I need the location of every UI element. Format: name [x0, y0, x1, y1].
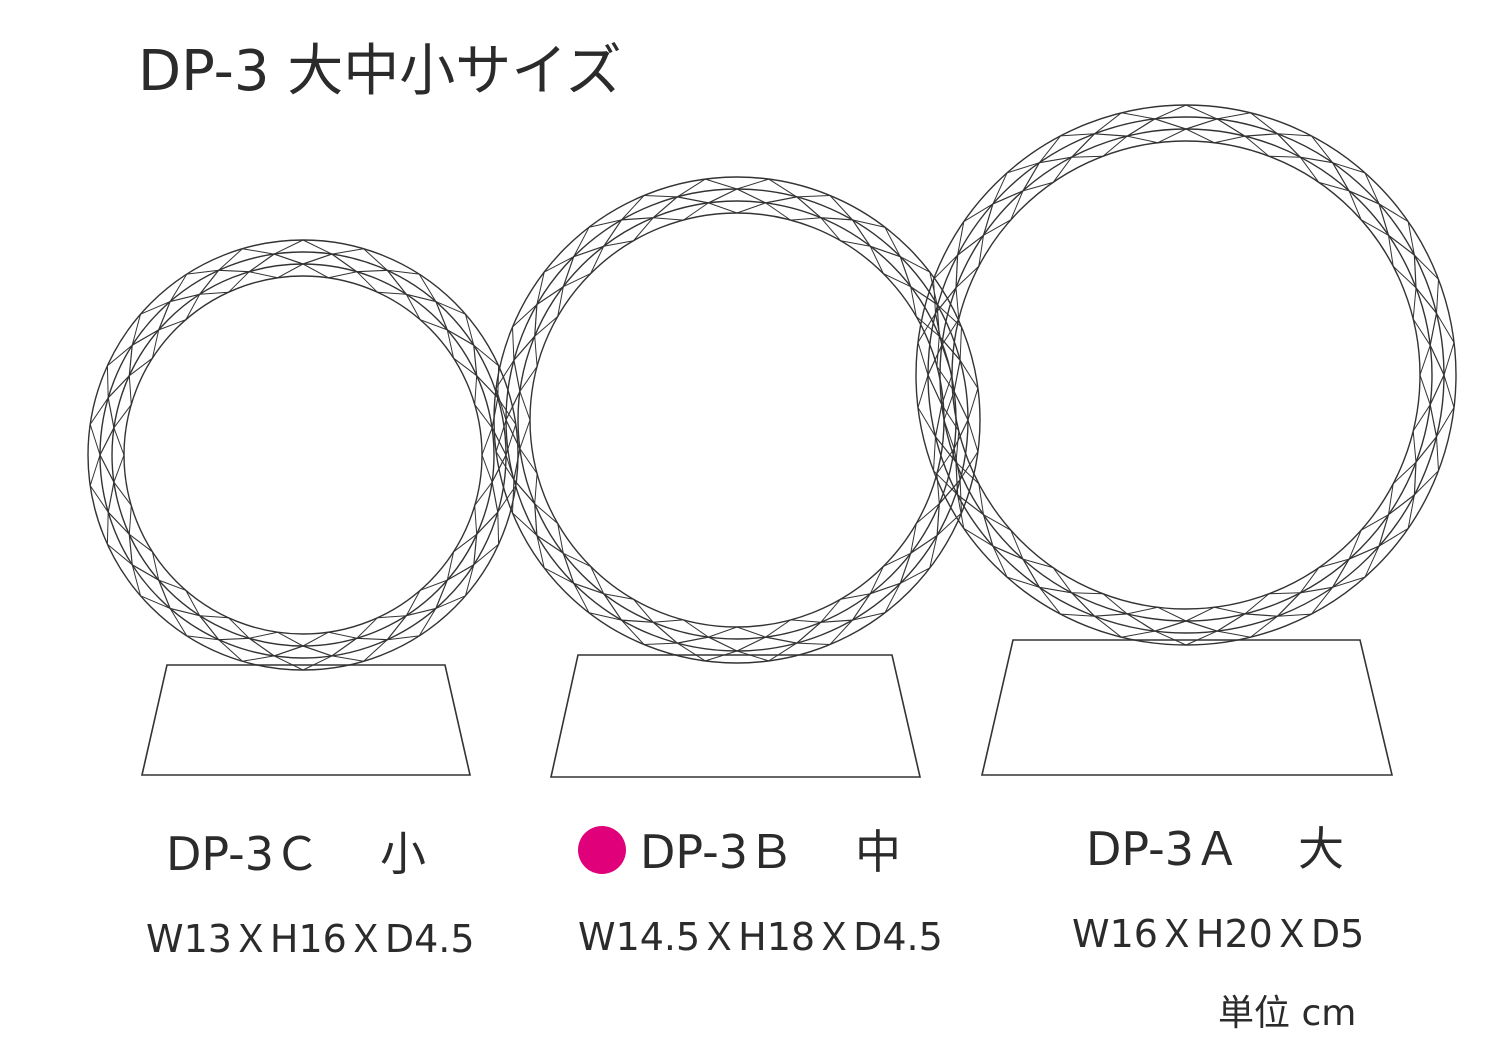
model-large: DP-3Ａ [1086, 822, 1240, 876]
dims-medium: W14.5ＸH18ＸD4.5 [578, 915, 943, 959]
ring-large [915, 104, 1457, 646]
label-medium: DP-3Ｂ 中 W14.5ＸH18ＸD4.5 [578, 825, 943, 959]
trophy-small [87, 239, 519, 776]
size-medium: 中 [855, 825, 901, 879]
ring-small [87, 239, 519, 671]
label-large: DP-3Ａ 大 W16ＸH20ＸD5 [1072, 822, 1364, 956]
page-title: DP-3 大中小サイズ [138, 39, 622, 104]
trophy-medium [493, 176, 981, 778]
base-medium [550, 654, 922, 778]
model-small: DP-3Ｃ [166, 827, 320, 881]
size-small: 小 [380, 827, 426, 881]
label-small: DP-3Ｃ 小 W13ＸH16ＸD4.5 [146, 827, 475, 961]
unit-note: 単位 cm [1218, 993, 1356, 1034]
selected-marker-icon [578, 826, 626, 874]
base-large [980, 639, 1394, 776]
size-large: 大 [1298, 822, 1344, 876]
base-small [140, 664, 472, 776]
dims-small: W13ＸH16ＸD4.5 [146, 917, 475, 961]
dims-large: W16ＸH20ＸD5 [1072, 912, 1364, 956]
ring-medium [493, 176, 981, 664]
model-medium: DP-3Ｂ [640, 825, 794, 879]
trophy-large [915, 104, 1457, 776]
